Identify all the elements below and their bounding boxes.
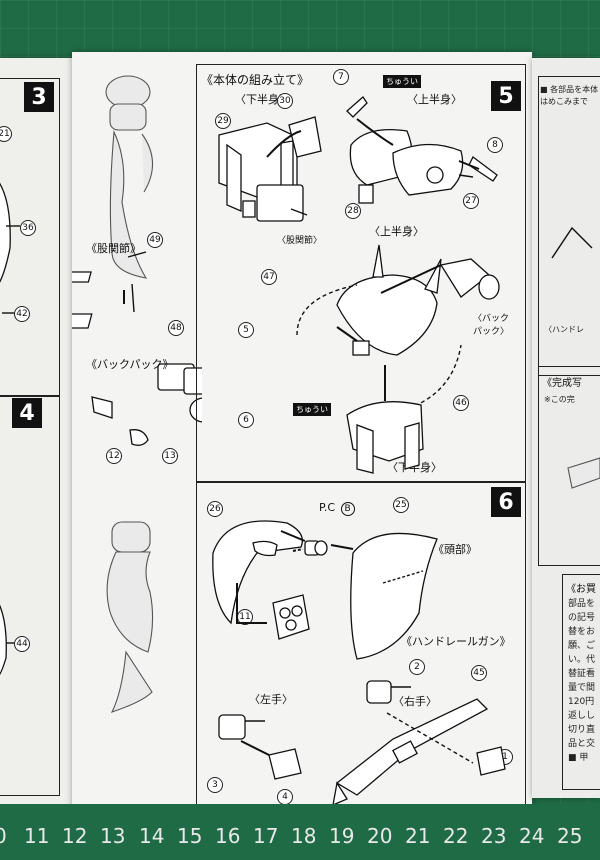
left-column-drawings — [72, 75, 202, 713]
right-text-line: 量で間 — [568, 683, 596, 693]
step-5-drawings — [218, 96, 500, 474]
cutting-mat-ruler: 0 11 12 13 14 15 16 17 18 19 20 21 22 23… — [0, 804, 600, 860]
step-6-badge: 6 — [491, 487, 521, 517]
ruler-number: 11 — [24, 824, 50, 848]
left-page-drawings — [0, 182, 20, 676]
part-number: 29 — [215, 113, 231, 129]
right-page: ■ 各部品を本体 はめこみまで 〈ハンドレ 《完成写 ※この完 《お買 部品を … — [532, 58, 600, 798]
ruler-number: 24 — [519, 824, 545, 848]
part-number: 7 — [333, 69, 349, 85]
part-number: 30 — [277, 93, 293, 109]
pc-label: P.C B — [319, 501, 355, 516]
part-number: 21 — [0, 126, 12, 142]
right-page-drawings — [551, 226, 600, 489]
step-6-drawings — [212, 520, 506, 807]
right-hand-label: 〈右手〉 — [393, 695, 437, 708]
upper-body-mid-label: 〈上半身〉 — [369, 225, 424, 238]
ruler-number: 18 — [291, 824, 317, 848]
ruler-number: 22 — [443, 824, 469, 848]
part-number: 3 — [207, 777, 223, 793]
backpack-side-label: 〈バック パック〉 — [473, 314, 510, 337]
right-mid-panel — [538, 366, 600, 566]
step-4-badge: 4 — [12, 398, 42, 428]
left-page: 3 4 21 36 42 44 — [0, 58, 72, 810]
ruler-number: 20 — [367, 824, 393, 848]
right-text-line: 品と交 — [568, 739, 596, 749]
part-number: 26 — [207, 501, 223, 517]
ruler-number: 0 — [0, 824, 7, 848]
part-number: 28 — [345, 203, 361, 219]
ruler-number: 16 — [215, 824, 241, 848]
right-text-line: 返しし — [568, 711, 596, 721]
right-text-line: 《完成写 — [542, 378, 582, 389]
upper-body-label: 〈上半身〉 — [407, 93, 462, 106]
right-text-line: い。代 — [568, 655, 596, 665]
ruler-number: 17 — [253, 824, 279, 848]
part-number: 45 — [471, 665, 487, 681]
right-text-line: ※この完 — [544, 395, 575, 404]
crotch-label: 《股関節》 — [86, 242, 141, 255]
ruler-number: 14 — [139, 824, 165, 848]
step-6-panel: 6 P.C B 《頭部》 《ハンドレールガン》 〈左手〉 〈右手〉 26 25 … — [196, 482, 526, 817]
ruler-number: 21 — [405, 824, 431, 848]
part-number: 6 — [238, 412, 254, 428]
caution-tag: ちゅうい — [293, 403, 331, 416]
part-number: 46 — [453, 395, 469, 411]
pc-letter-badge: B — [340, 502, 355, 516]
step-4-panel — [0, 396, 60, 796]
ruler-number: 15 — [177, 824, 203, 848]
ruler-number: 25 — [557, 824, 583, 848]
head-label: 《頭部》 — [433, 543, 477, 556]
part-number: 42 — [14, 306, 30, 322]
right-text-line: 《お買 — [566, 584, 596, 595]
part-number: 36 — [20, 220, 36, 236]
crotch-sub-label: 〈股関節〉 — [277, 236, 323, 246]
part-number: 27 — [463, 193, 479, 209]
part-number: 47 — [261, 269, 277, 285]
part-number: 5 — [238, 322, 254, 338]
lower-body-bottom-label: 〈下半身〉 — [387, 461, 442, 474]
right-text-line: 〈ハンドレ — [544, 325, 584, 334]
ruler-number: 19 — [329, 824, 355, 848]
ruler-number: 23 — [481, 824, 507, 848]
right-text-line: 切り直 — [568, 725, 596, 735]
step-5-panel: 5 《本体の組み立て》 〈下半身〉 〈上半身〉 〈股関節〉 〈上半身〉 〈バック… — [196, 64, 526, 482]
part-number: 2 — [409, 659, 425, 675]
part-number: 49 — [147, 232, 163, 248]
right-text-line: 願、ご — [568, 641, 596, 651]
part-number: 48 — [168, 320, 184, 336]
step-5-badge: 5 — [491, 81, 521, 111]
part-number: 12 — [106, 448, 122, 464]
backpack-label: 《バックパック》 — [86, 358, 174, 371]
step-3-panel — [0, 78, 60, 396]
ruler-number: 12 — [62, 824, 88, 848]
right-text-line: 替証看 — [568, 669, 596, 679]
part-number: 13 — [162, 448, 178, 464]
right-text-line: はめこみまで — [540, 97, 588, 106]
right-text-line: 替をお — [568, 627, 596, 637]
part-number: 8 — [487, 137, 503, 153]
part-number: 4 — [277, 789, 293, 805]
part-number: 44 — [14, 636, 30, 652]
ruler-number: 13 — [100, 824, 126, 848]
left-hand-label: 〈左手〉 — [249, 693, 293, 706]
right-text-line: の記号 — [568, 613, 596, 623]
lower-body-label: 〈下半身〉 — [235, 93, 290, 106]
right-bottom-panel — [562, 574, 600, 790]
pc-text: P.C — [319, 501, 336, 514]
right-text-line: 部品を — [568, 599, 596, 609]
right-top-panel — [538, 76, 600, 376]
main-page: 《股関節》 《バックパック》 49 48 5 6 12 13 5 《本体の組み立… — [72, 52, 532, 822]
caution-tag: ちゅうい — [383, 75, 421, 88]
step-5-title: 《本体の組み立て》 — [201, 73, 310, 87]
step-3-badge: 3 — [24, 82, 54, 112]
rail-gun-label: 《ハンドレールガン》 — [401, 635, 511, 648]
right-text-line: 120円 — [568, 697, 595, 707]
right-text-line: ■ 甲 — [568, 753, 589, 763]
part-number: 25 — [393, 497, 409, 513]
right-text-line: ■ 各部品を本体 — [540, 85, 599, 94]
